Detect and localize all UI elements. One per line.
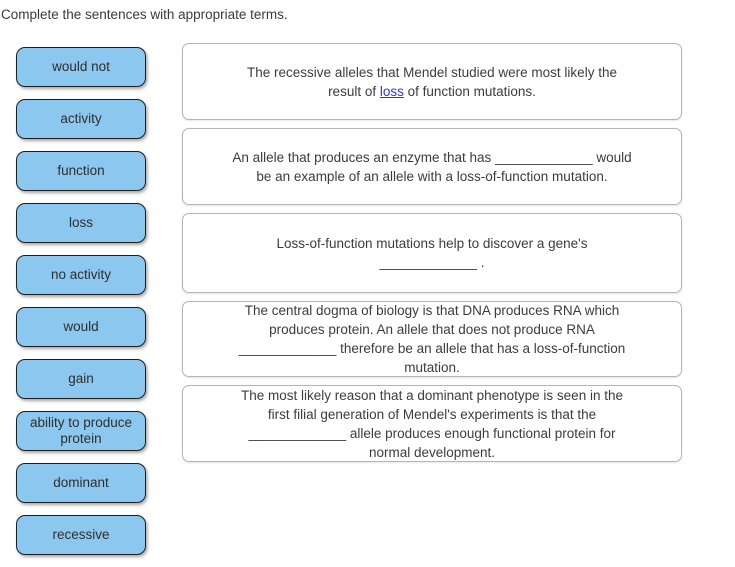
sentence-box-2[interactable]: An allele that produces an enzyme that h… <box>182 128 682 205</box>
sentence-box-5[interactable]: The most likely reason that a dominant p… <box>182 385 682 462</box>
sentence-column: The recessive alleles that Mendel studie… <box>182 43 682 462</box>
page-title: Complete the sentences with appropriate … <box>1 7 288 22</box>
sentence-text-3: Loss-of-function mutations help to disco… <box>276 236 588 270</box>
term-bank: would not activity function loss no acti… <box>16 47 146 555</box>
placed-answer-loss[interactable]: loss <box>379 83 404 99</box>
term-chip-no-activity[interactable]: no activity <box>16 255 146 295</box>
sentence-text-2: An allele that produces an enzyme that h… <box>232 149 632 184</box>
sentence-text-1: The recessive alleles that Mendel studie… <box>247 63 617 101</box>
term-chip-dominant[interactable]: dominant <box>16 463 146 503</box>
term-chip-function[interactable]: function <box>16 151 146 191</box>
sentence-1-before: The recessive alleles that Mendel studie… <box>247 64 617 99</box>
term-chip-loss[interactable]: loss <box>16 203 146 243</box>
term-chip-recessive[interactable]: recessive <box>16 515 146 555</box>
sentence-text-4: The central dogma of biology is that DNA… <box>238 303 626 375</box>
sentence-text-5: The most likely reason that a dominant p… <box>241 387 623 460</box>
term-chip-would[interactable]: would <box>16 307 146 347</box>
term-chip-ability-to-produce-protein[interactable]: ability to produce protein <box>16 411 146 451</box>
sentence-1-after: of function mutations. <box>403 83 536 99</box>
sentence-box-1[interactable]: The recessive alleles that Mendel studie… <box>182 43 682 120</box>
sentence-box-4[interactable]: The central dogma of biology is that DNA… <box>182 301 682 377</box>
term-chip-would-not[interactable]: would not <box>16 47 146 87</box>
term-chip-gain[interactable]: gain <box>16 359 146 399</box>
term-chip-activity[interactable]: activity <box>16 99 146 139</box>
sentence-box-3[interactable]: Loss-of-function mutations help to disco… <box>182 213 682 293</box>
